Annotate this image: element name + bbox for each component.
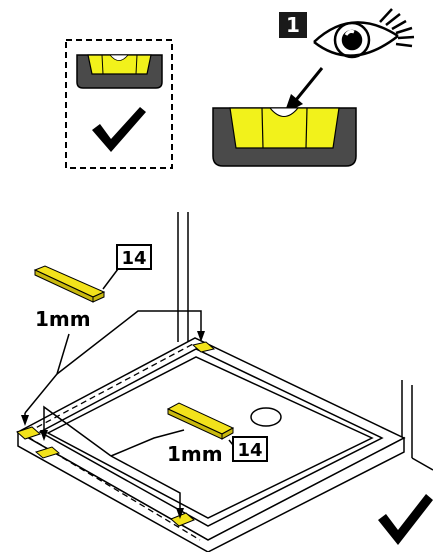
spacer-strip-rim-left-1 bbox=[16, 426, 41, 440]
step-number: 1 bbox=[286, 13, 300, 37]
eye-icon bbox=[313, 8, 415, 59]
shower-tray bbox=[16, 337, 406, 552]
part-number-bottom: 14 bbox=[237, 440, 262, 461]
arrowhead bbox=[40, 430, 48, 441]
arrowhead bbox=[176, 508, 184, 519]
checkmark-icon bbox=[378, 494, 433, 545]
part-callout-box-bottom bbox=[232, 436, 268, 462]
part-callout-box-top bbox=[116, 244, 152, 270]
inset-checkmark-icon bbox=[92, 107, 146, 152]
spirit-level-icon bbox=[212, 107, 357, 167]
part-leader-top bbox=[102, 268, 119, 290]
arrowhead bbox=[21, 415, 29, 426]
spacer-strip-icon bbox=[166, 402, 235, 440]
spacer-strip-icon bbox=[33, 265, 106, 303]
part-number-top: 14 bbox=[121, 248, 146, 269]
view-arrow bbox=[284, 67, 324, 114]
part-leader-bottom bbox=[228, 439, 234, 446]
arrowhead bbox=[197, 331, 205, 342]
small-spirit-level-icon bbox=[76, 54, 163, 89]
step-number-badge bbox=[279, 12, 307, 38]
thickness-label-bottom: 1mm bbox=[167, 442, 223, 466]
wall-lines bbox=[177, 212, 433, 471]
thickness-label-top: 1mm bbox=[35, 307, 91, 331]
inset-dashed-frame bbox=[65, 39, 173, 169]
spacer-strip-rim-left-2 bbox=[34, 446, 61, 459]
thickness-leaders-bottom bbox=[43, 405, 185, 510]
spacer-strip-rim-back bbox=[191, 341, 216, 353]
